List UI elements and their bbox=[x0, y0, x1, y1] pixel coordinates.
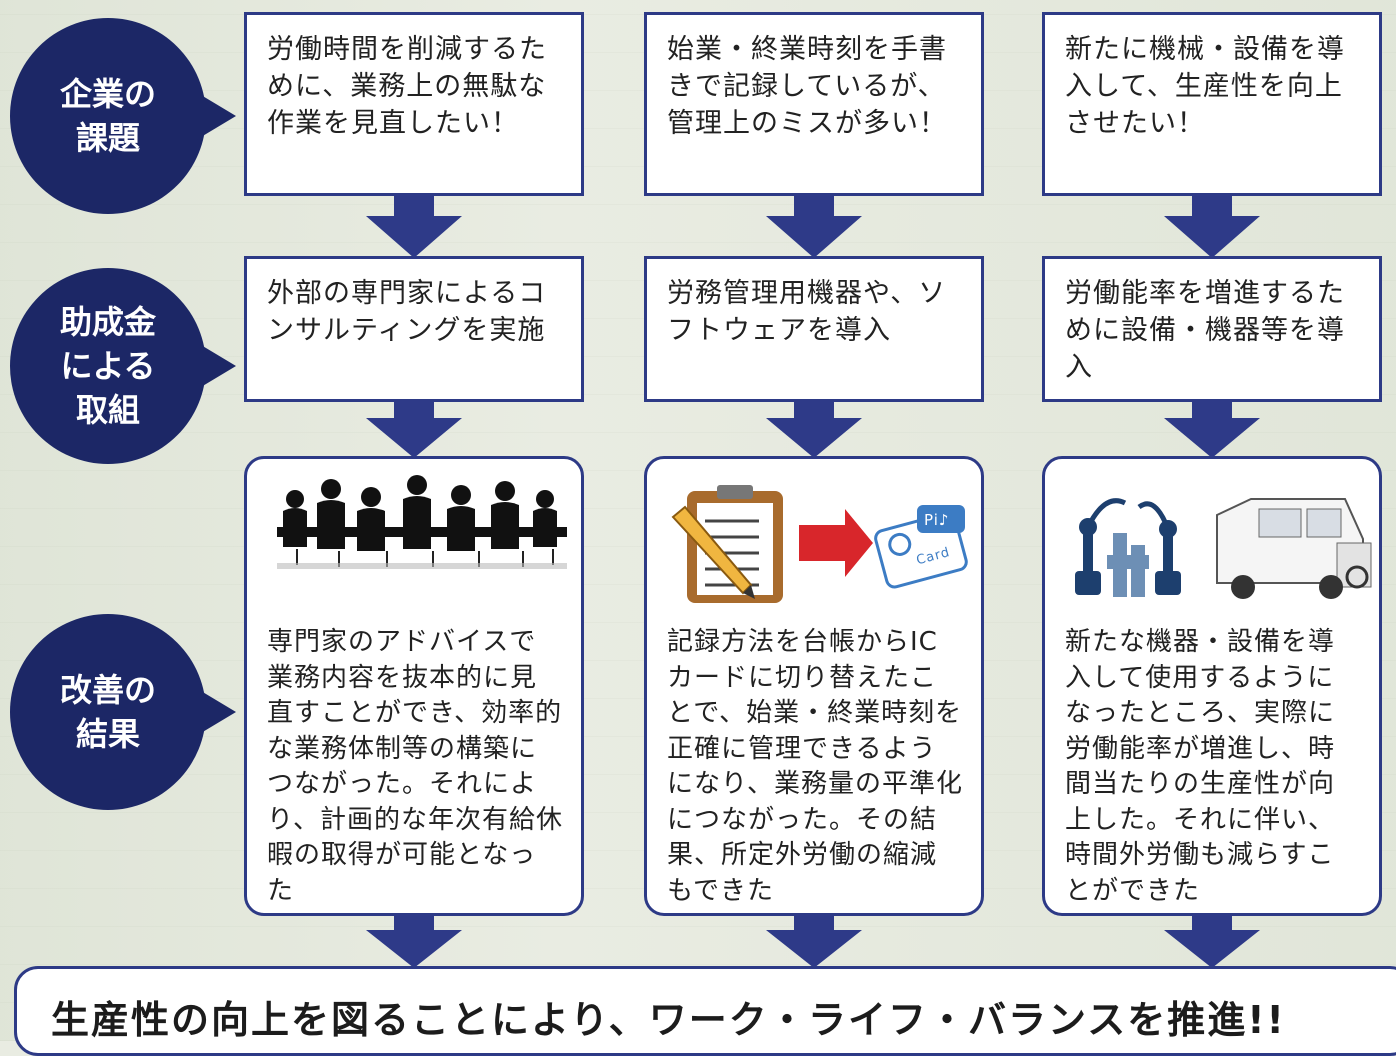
challenge-box-1: 労働時間を削減するために、業務上の無駄な作業を見直したい！ bbox=[244, 12, 584, 196]
row-label-initiative: 助成金 による 取組 bbox=[10, 268, 236, 464]
arrow-down-icon bbox=[366, 400, 462, 458]
equipment-illustration bbox=[1075, 498, 1372, 599]
arrow-down-icon bbox=[1164, 194, 1260, 258]
initiative-box-1: 外部の専門家によるコンサルティングを実施 bbox=[244, 256, 584, 402]
result-text-3: 新たな機器・設備を導入して使用するようになったところ、実際に労働能率が増進し、時… bbox=[1065, 627, 1336, 906]
clipboard-to-card-illustration: Card Pi♪ bbox=[671, 485, 968, 603]
row-label-challenge: 企業の 課題 bbox=[10, 18, 236, 214]
challenge-box-3: 新たに機械・設備を導入して、生産性を向上させたい！ bbox=[1042, 12, 1382, 196]
result-box-3: 新たな機器・設備を導入して使用するようになったところ、実際に労働能率が増進し、時… bbox=[1042, 456, 1382, 916]
result-text-1: 専門家のアドバイスで業務内容を抜本的に見直すことができ、効率的な業務体制等の構築… bbox=[267, 627, 563, 906]
arrow-down-icon bbox=[1164, 914, 1260, 968]
challenge-box-2: 始業・終業時刻を手書きで記録しているが、管理上のミスが多い！ bbox=[644, 12, 984, 196]
arrow-down-icon bbox=[766, 194, 862, 258]
result-box-1: 専門家のアドバイスで業務内容を抜本的に見直すことができ、効率的な業務体制等の構築… bbox=[244, 456, 584, 916]
row-label-result: 改善の 結果 bbox=[10, 614, 236, 810]
arrow-down-icon bbox=[366, 914, 462, 968]
business-meeting-illustration bbox=[277, 475, 567, 569]
arrow-down-icon bbox=[766, 400, 862, 458]
conclusion-text: 生産性の向上を図ることにより、ワーク・ライフ・バランスを推進!! bbox=[51, 998, 1286, 1042]
conclusion-banner: 生産性の向上を図ることにより、ワーク・ライフ・バランスを推進!! bbox=[14, 966, 1396, 1056]
arrow-down-icon bbox=[366, 194, 462, 258]
result-box-2: Card Pi♪ 記録方法を台帳からICカードに切り替えたことで、始業・終業時刻… bbox=[644, 456, 984, 916]
reader-label: Pi♪ bbox=[924, 511, 949, 529]
initiative-box-3: 労働能率を増進するために設備・機器等を導入 bbox=[1042, 256, 1382, 402]
result-text-2: 記録方法を台帳からICカードに切り替えたことで、始業・終業時刻を正確に管理できる… bbox=[667, 627, 963, 906]
initiative-box-2: 労務管理用機器や、ソフトウェアを導入 bbox=[644, 256, 984, 402]
arrow-down-icon bbox=[766, 914, 862, 968]
arrow-down-icon bbox=[1164, 400, 1260, 458]
